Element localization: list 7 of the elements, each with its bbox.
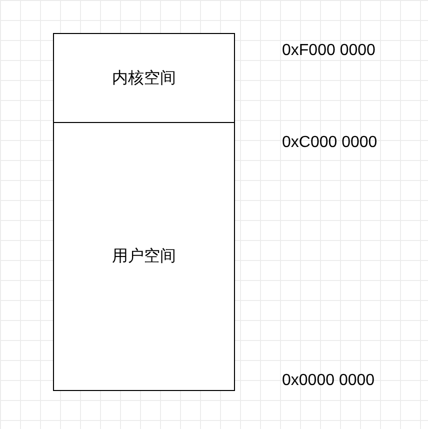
memory-region-box [53,33,235,123]
address-label: 0x0000 0000 [282,372,375,390]
region-label: 用户空间 [112,246,176,266]
address-label: 0xF000 0000 [282,42,376,60]
memory-region-box [53,122,235,390]
address-label: 0xC000 0000 [282,134,378,152]
region-label: 内核空间 [112,68,176,88]
